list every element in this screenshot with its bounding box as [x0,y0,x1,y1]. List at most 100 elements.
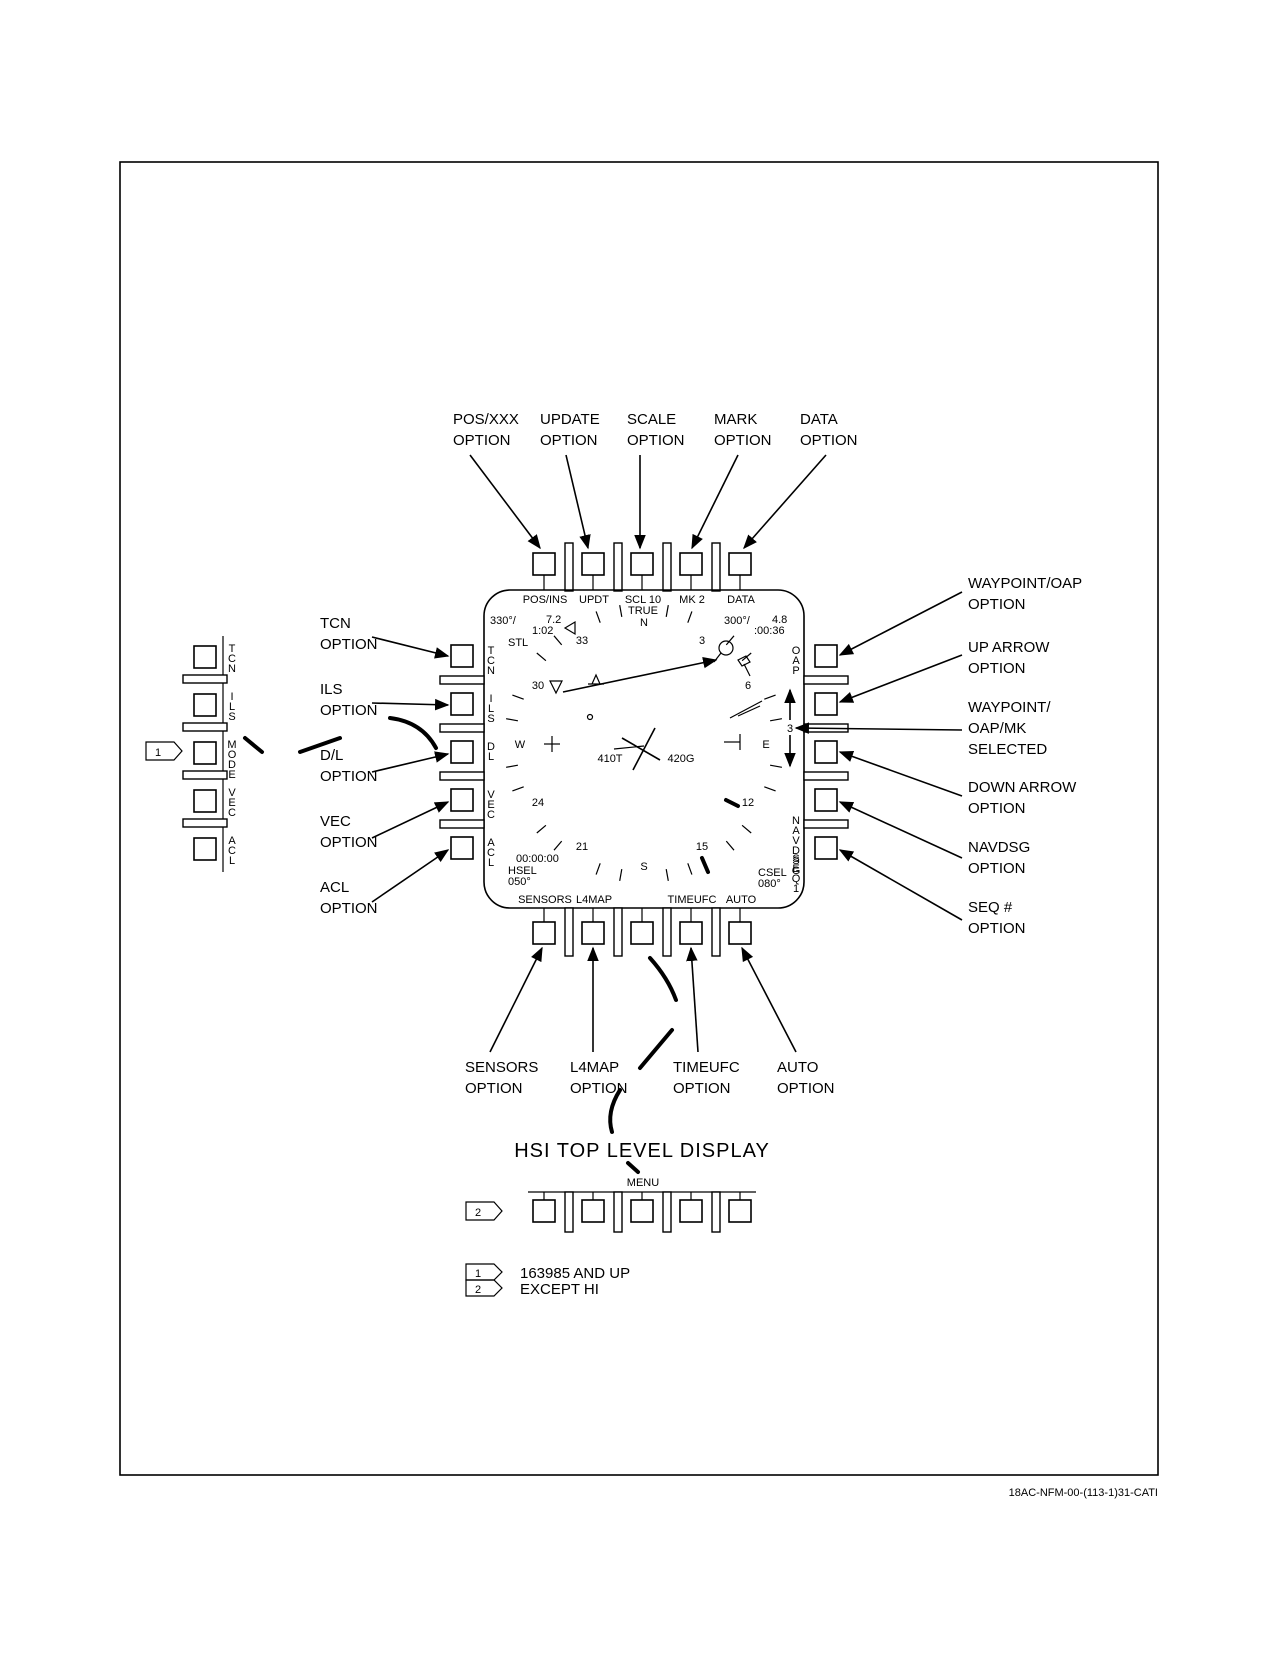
compass-tick [595,611,601,623]
callout-dl-l1: D/L [320,747,343,764]
pb-bottom-2[interactable] [581,921,605,945]
pb-right-4[interactable] [814,788,838,812]
compass-tick [769,764,783,768]
screen-left-label: E [487,799,494,811]
alt-bottom-pb-5[interactable] [728,1199,752,1223]
pb-right-5[interactable] [814,836,838,860]
compass-tick [687,863,693,875]
callout-scale-l1: SCALE [627,411,676,428]
callout-sensors-l1: SENSORS [465,1059,538,1076]
screen-left-label: L [488,703,494,715]
screen-right-label: Q [792,873,801,885]
screen-right-label: G [792,865,801,877]
bottom-pushbuttons [532,907,752,957]
screen-left-label: L [488,751,494,763]
compass-tick [619,868,623,882]
note-key-2-number: 2 [475,1284,481,1296]
alt-pb-2[interactable] [193,693,217,717]
pb-separator [803,819,849,829]
pb-right-3[interactable] [814,740,838,764]
callout-pos-xxx-l2: OPTION [453,432,511,449]
hsel-value: 050° [508,876,531,888]
waypoint-icon [718,640,734,656]
callout-l4map-l2: OPTION [570,1080,628,1097]
pb-separator [803,771,849,781]
pb-right-1[interactable] [814,644,838,668]
alt-side-label: O [228,749,237,761]
top-pushbuttons [532,542,752,592]
pb-separator [182,722,228,732]
screen-right-label: D [792,845,800,857]
top-callouts: POS/XXX OPTION UPDATE OPTION SCALE OPTIO… [453,411,858,449]
compass-tick [665,604,669,618]
compass-tick [553,635,563,646]
pb-separator [182,770,228,780]
callout-update-l2: OPTION [540,432,598,449]
label-mk: MK 2 [679,594,705,606]
callout-tcn-l2: OPTION [320,636,378,653]
alt-side-label: C [228,653,236,665]
change-bar [388,716,438,750]
alt-side-label: S [228,711,235,723]
callout-down-arrow-l2: OPTION [968,800,1026,817]
pb-bottom-3[interactable] [630,921,654,945]
callout-wpt-sel-l2: OAP/MK [968,720,1026,737]
screen-bottom-labels: SENSORS L4MAP TIMEUFC AUTO [518,894,757,906]
compass-21: 21 [576,841,588,853]
compass-tick [512,786,524,792]
callout-vec-l1: VEC [320,813,351,830]
compass-n: N [640,617,648,629]
pb-left-5[interactable] [450,836,474,860]
alt-pb-3[interactable] [193,741,217,765]
alt-bottom-pb-4[interactable] [679,1199,703,1223]
pb-left-4[interactable] [450,788,474,812]
pb-bottom-5[interactable] [728,921,752,945]
alt-pb-4[interactable] [193,789,217,813]
note-key-1-number: 1 [475,1268,481,1280]
screen-left-label: S [487,713,494,725]
pb-top-4[interactable] [679,552,703,576]
alt-side-label: C [228,807,236,819]
screen-right-label: N [792,815,800,827]
alt-bottom-pb-1[interactable] [532,1199,556,1223]
screen-left-label: L [488,857,494,869]
pb-left-1[interactable] [450,644,474,668]
pb-separator [613,542,623,592]
alt-bottom-pb-3[interactable] [630,1199,654,1223]
pb-left-2[interactable] [450,692,474,716]
alt-bottom-pb-2[interactable] [581,1199,605,1223]
pb-right-2[interactable] [814,692,838,716]
callout-mark-l1: MARK [714,411,757,428]
screen-right-label: E [792,863,799,875]
callout-timeufc-l1: TIMEUFC [673,1059,740,1076]
left-callouts: TCN OPTION ILS OPTION D/L OPTION VEC OPT… [320,615,378,917]
tl-time: 1:02 [532,625,553,637]
alt-pb-5[interactable] [193,837,217,861]
compass-tick [536,824,547,834]
stl-label: STL [508,637,528,649]
callout-mark-l2: OPTION [714,432,772,449]
hsi-symbology: 410T 420G [544,640,763,874]
compass-tick [505,718,519,722]
pb-left-3[interactable] [450,740,474,764]
pb-separator [662,907,672,957]
alt-side-label: I [230,691,233,703]
alt-pb-1[interactable] [193,645,217,669]
pb-bottom-4[interactable] [679,921,703,945]
waypoint-number: 3 [787,723,793,735]
change-bar [648,956,678,1002]
ownship-cross-a [621,737,661,761]
pb-top-3[interactable] [630,552,654,576]
notes: 1 2 163985 AND UP EXCEPT HI [465,1263,630,1298]
alt-side-label: L [229,701,235,713]
callout-pos-xxx-l1: POS/XXX [453,411,519,428]
pb-top-5[interactable] [728,552,752,576]
pb-bottom-1[interactable] [532,921,556,945]
pb-top-1[interactable] [532,552,556,576]
csel-value: 080° [758,878,781,890]
alt-side-label: D [228,759,236,771]
pb-top-2[interactable] [581,552,605,576]
callout-navdsg-l1: NAVDSG [968,839,1030,856]
label-l4map: L4MAP [576,894,612,906]
